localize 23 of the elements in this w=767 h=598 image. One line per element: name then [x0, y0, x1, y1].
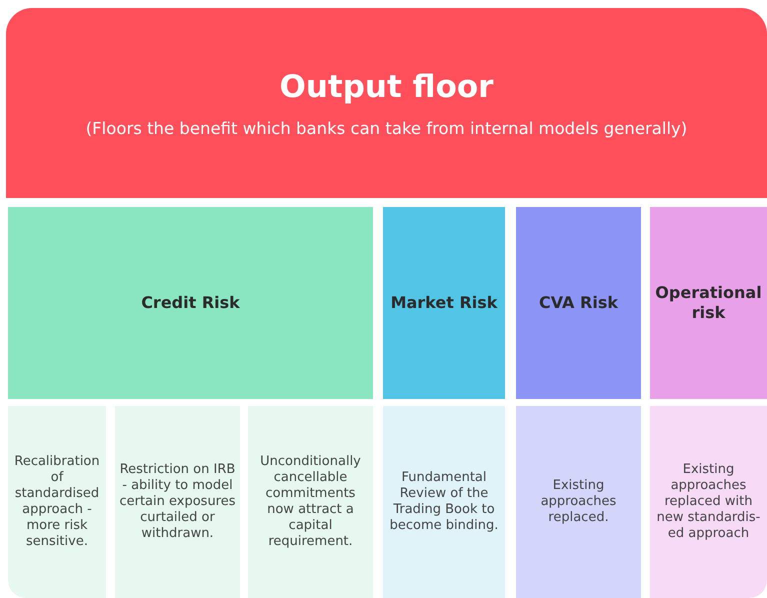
detail-card [650, 406, 767, 598]
detail-card [383, 406, 505, 598]
category-box [8, 207, 373, 399]
description-text: Recalibration of standardised approach - more risk sensitive. [13, 454, 101, 550]
description-text: Restriction on IRB - ability to model certain exposures curtailed or withdrawn. [118, 462, 237, 542]
category-box [650, 207, 767, 399]
category-title: Credit Risk [141, 293, 240, 313]
category-box [383, 207, 505, 399]
description-text: Unconditionally cancellable commitments now attract a capital requirement. [259, 454, 362, 550]
category-box [516, 207, 641, 399]
subtitle-text: (Floors the benefit which banks can take from internal models generally) [86, 118, 688, 138]
description-text: Fundamental Review of the Trading Book to become binding. [388, 470, 500, 534]
description-text: Existing approaches replaced with new standardis-ed approach [656, 462, 762, 542]
header-banner [6, 8, 767, 198]
detail-card [115, 406, 240, 598]
category-title: Market Risk [390, 293, 498, 313]
detail-card [248, 406, 373, 598]
description-text: Existing approaches replaced. [540, 478, 618, 526]
detail-card [516, 406, 641, 598]
category-title: CVA Risk [539, 293, 618, 313]
category-title: Operational risk [654, 283, 763, 323]
title-text: Output floor [280, 68, 494, 104]
detail-card [8, 406, 106, 598]
